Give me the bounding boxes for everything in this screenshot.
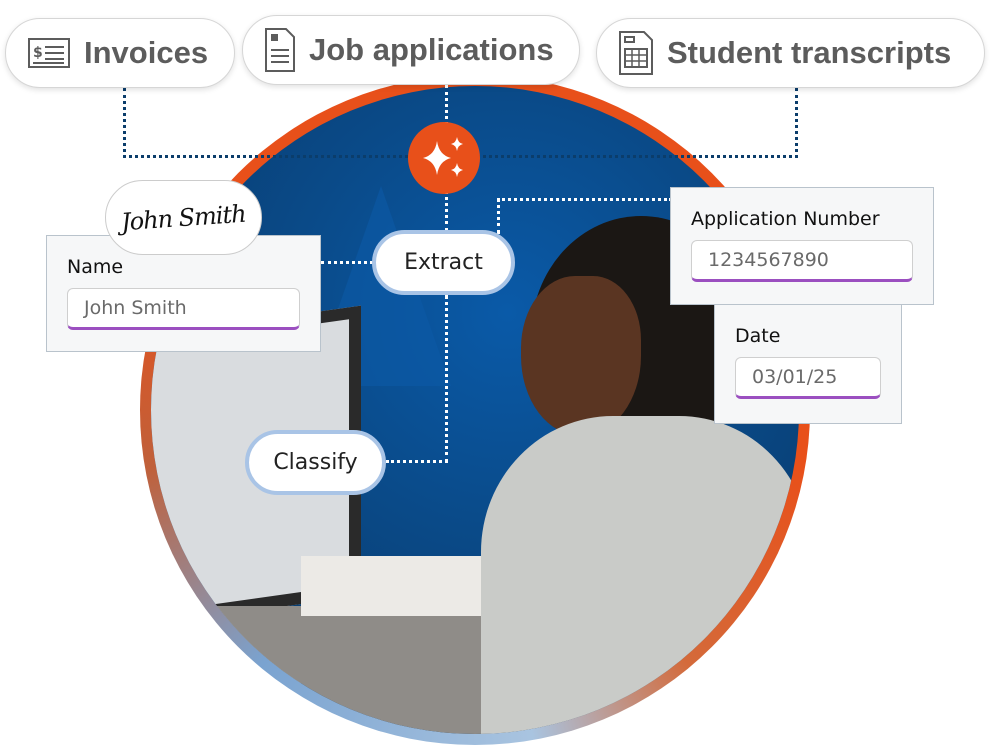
extract-label: Extract (404, 250, 483, 275)
extract-button[interactable]: Extract (372, 230, 515, 295)
connector (386, 295, 448, 463)
name-card: Name John Smith (46, 235, 321, 352)
connector (321, 261, 373, 264)
classify-button[interactable]: Classify (245, 430, 386, 495)
category-invoices[interactable]: $ Invoices (5, 18, 235, 88)
svg-text:$: $ (33, 45, 43, 61)
hero-photo (151, 86, 799, 734)
category-job-applications[interactable]: Job applications (242, 15, 580, 85)
signature: John Smith (120, 199, 247, 236)
application-number-field[interactable]: 1234567890 (691, 240, 913, 282)
papers (301, 556, 481, 616)
date-label: Date (735, 325, 781, 347)
category-student-transcripts[interactable]: Student transcripts (596, 18, 985, 88)
date-card: Date 03/01/25 (714, 305, 902, 424)
connector (497, 198, 672, 234)
document-icon (265, 28, 295, 72)
name-label: Name (67, 256, 124, 278)
application-number-card: Application Number 1234567890 (670, 187, 934, 305)
connector (445, 190, 448, 232)
classify-label: Classify (273, 450, 358, 475)
spreadsheet-icon (619, 31, 653, 75)
person-face (521, 276, 641, 436)
category-label: Job applications (309, 32, 554, 67)
category-label: Student transcripts (667, 35, 952, 70)
invoice-icon: $ (28, 38, 70, 68)
connector (445, 85, 448, 125)
sparkle-icon (423, 137, 463, 177)
ai-sparkle-badge (408, 122, 480, 194)
signature-bubble: John Smith (105, 180, 262, 255)
person-jacket (481, 416, 799, 734)
category-label: Invoices (84, 35, 209, 70)
name-field[interactable]: John Smith (67, 288, 300, 330)
application-number-label: Application Number (691, 208, 880, 230)
date-field[interactable]: 03/01/25 (735, 357, 881, 399)
